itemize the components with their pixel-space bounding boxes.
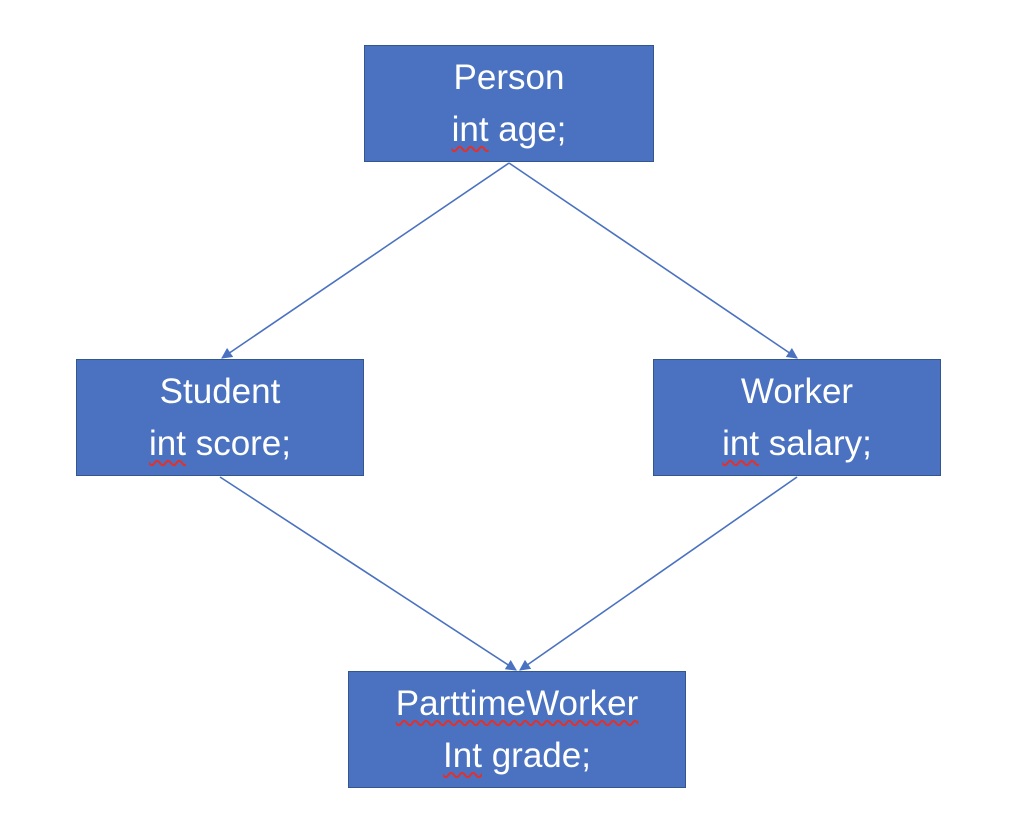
edge-student-to-parttime-worker xyxy=(219,476,517,671)
edge-person-to-student xyxy=(221,162,510,359)
node-person-name: Person xyxy=(453,57,565,97)
node-person-field: int age; xyxy=(452,104,567,156)
node-parttime-worker-name: ParttimeWorker xyxy=(395,683,639,723)
node-worker-name: Worker xyxy=(740,371,854,411)
node-parttime-worker-field-type: Int xyxy=(443,735,482,775)
node-person-field-rest: age; xyxy=(498,109,567,149)
node-worker-field: int salary; xyxy=(722,418,872,470)
node-student-field-rest: score; xyxy=(195,423,291,463)
node-student-field: int score; xyxy=(149,418,291,470)
node-student-field-type: int xyxy=(148,423,186,463)
node-student-name: Student xyxy=(159,371,281,411)
node-parttime-worker: ParttimeWorker Int grade; xyxy=(348,671,686,788)
node-worker: Worker int salary; xyxy=(653,359,941,476)
node-worker-field-rest: salary; xyxy=(768,423,872,463)
node-parttime-worker-field-rest: grade; xyxy=(491,735,591,775)
node-person-field-type: int xyxy=(451,109,489,149)
edge-worker-to-parttime-worker xyxy=(519,476,798,671)
node-student: Student int score; xyxy=(76,359,364,476)
node-worker-field-type: int xyxy=(722,423,760,463)
node-person: Person int age; xyxy=(364,45,654,162)
edge-person-to-worker xyxy=(508,162,798,359)
node-parttime-worker-field: Int grade; xyxy=(443,730,591,782)
